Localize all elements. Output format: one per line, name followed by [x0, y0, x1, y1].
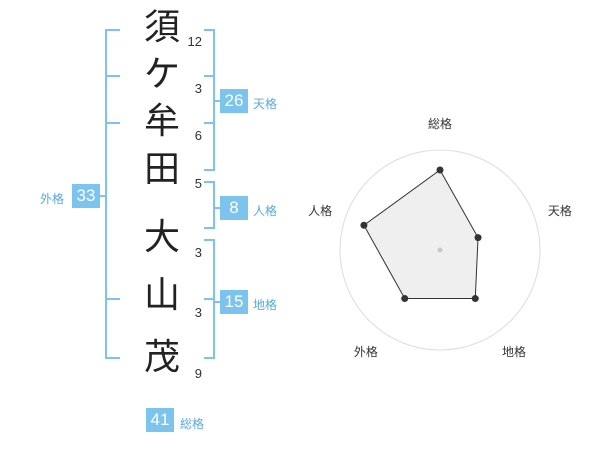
chikaku-badge: 15 [220, 290, 248, 314]
stroke-count-4: 5 [194, 176, 202, 191]
radar-axis-label-4: 外格 [354, 344, 378, 359]
tenkaku-label: 天格 [253, 97, 278, 111]
name-char-1: 須 [143, 7, 180, 48]
chikaku-label: 地格 [253, 298, 278, 312]
name-char-3: 牟 [143, 101, 180, 142]
radar-point-2 [474, 234, 482, 242]
stroke-count-3: 6 [194, 128, 202, 143]
name-char-7: 茂 [143, 337, 180, 378]
gaikaku-badge: 33 [72, 184, 100, 208]
stroke-count-5: 3 [194, 245, 202, 260]
radar-axis-label-2: 天格 [548, 203, 572, 218]
radar-point-5 [360, 221, 368, 229]
radar-point-1 [436, 166, 444, 174]
stroke-count-6: 3 [194, 305, 202, 320]
stroke-count-2: 3 [194, 81, 202, 96]
radar-axis-label-3: 地格 [502, 344, 526, 359]
name-char-2: ケ [143, 54, 180, 95]
radar-center [437, 247, 443, 253]
radar-point-4 [401, 295, 409, 303]
name-char-5: 大 [143, 217, 180, 258]
radar-point-3 [471, 295, 479, 303]
stroke-count-7: 9 [194, 366, 202, 381]
tenkaku-badge: 26 [220, 89, 248, 113]
radar-axis-label-5: 人格 [308, 203, 332, 218]
radar-axis-label-1: 総格 [428, 116, 452, 131]
jinkaku-badge: 8 [220, 196, 248, 220]
soukaku-label: 総格 [180, 417, 205, 431]
stroke-count-1: 12 [187, 34, 202, 49]
jinkaku-label: 人格 [253, 204, 278, 218]
radar-series-polygon [363, 169, 479, 300]
soukaku-badge: 41 [146, 408, 174, 432]
gaikaku-label: 外格 [40, 192, 65, 206]
name-char-4: 田 [143, 149, 180, 190]
name-char-6: 山 [143, 275, 180, 316]
